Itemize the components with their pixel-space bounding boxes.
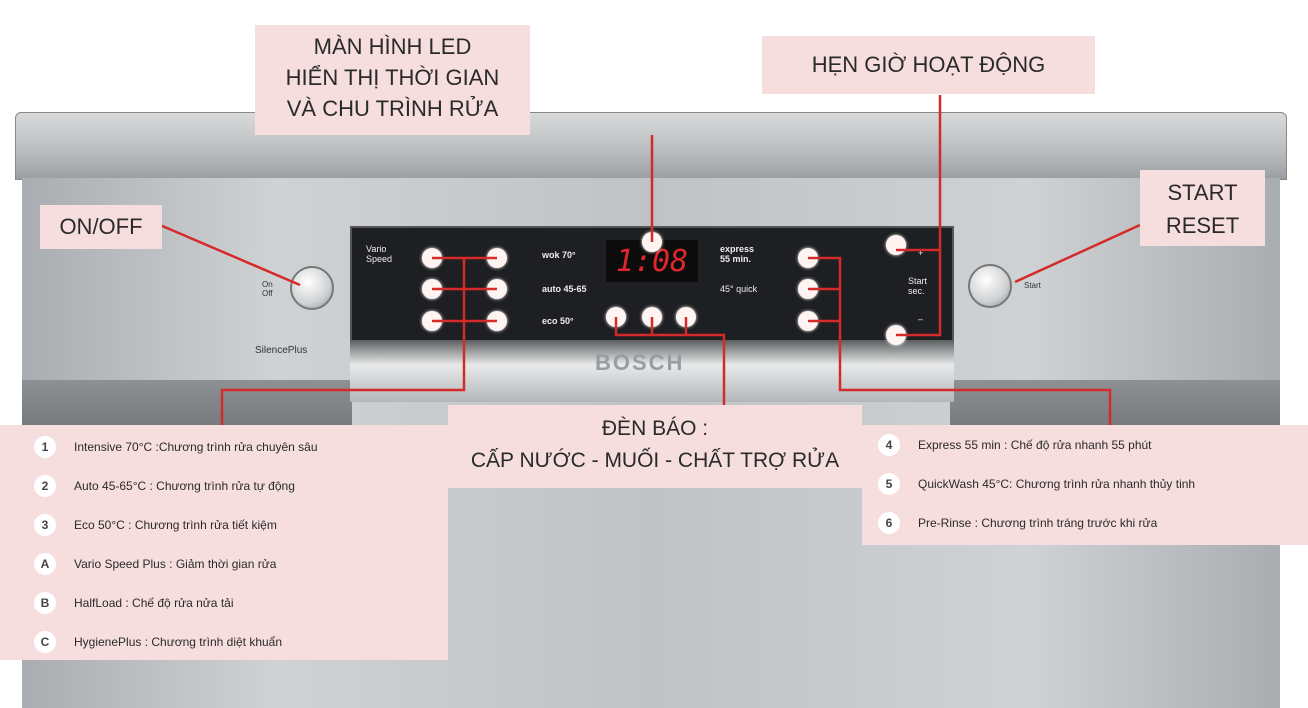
callout-reset: RESET <box>1165 213 1240 238</box>
list-item: 4 Express 55 min : Chế độ rửa nhanh 55 ph… <box>878 425 1308 464</box>
left-program-list: 1 Intensive 70°C :Chương trình rửa chuyên… <box>0 425 448 660</box>
line-timer <box>896 95 942 337</box>
line-onoff <box>159 223 301 287</box>
brand-logo: BOSCH <box>595 350 685 375</box>
item-text: Express 55 min : Chế độ rửa nhanh 55 phú… <box>918 437 1152 452</box>
item-text: Eco 50°C : Chương trình rửa tiết kiệm <box>74 517 277 532</box>
item-key: 3 <box>34 513 56 536</box>
wok-label: wok 70° <box>542 250 576 260</box>
callout-led-display: MÀN HÌNH LED HIỂN THỊ THỜI GIAN VÀ CHU T… <box>255 25 530 135</box>
callout-on-off: ON/OFF <box>40 205 162 249</box>
item-key: 6 <box>878 511 900 534</box>
item-key: 4 <box>878 433 900 456</box>
item-text: Intensive 70°C :Chương trình rửa chuyên … <box>74 439 318 454</box>
list-item: 1 Intensive 70°C :Chương trình rửa chuyên… <box>34 427 448 466</box>
list-item: 3 Eco 50°C : Chương trình rửa tiết kiệm <box>34 505 448 544</box>
start-knob[interactable] <box>968 264 1012 308</box>
start-label: Start <box>1024 281 1041 290</box>
line-left-programs <box>220 256 497 425</box>
item-text: HygienePlus : Chương trình diệt khuẩn <box>74 634 283 649</box>
item-key: 5 <box>878 472 900 495</box>
callout-led-line2: HIỂN THỊ THỜI GIAN <box>285 65 500 90</box>
callout-start-reset: START RESET <box>1140 170 1265 246</box>
callout-start: START <box>1167 180 1238 205</box>
item-text: Auto 45-65°C : Chương trình rửa tự động <box>74 478 295 493</box>
list-item: C HygienePlus : Chương trình diệt khuẩn <box>34 622 448 661</box>
item-text: HalfLoad : Chế độ rửa nửa tải <box>74 595 234 610</box>
list-item: 2 Auto 45-65°C : Chương trình rửa tự động <box>34 466 448 505</box>
list-item: 5 QuickWash 45°C: Chương trình rửa nhanh … <box>878 464 1308 503</box>
item-key: 2 <box>34 474 56 497</box>
quick-label: 45° quick <box>720 284 758 294</box>
callout-timer: HẸN GIỜ HOẠT ĐỘNG <box>762 36 1095 94</box>
callout-indicators-text: CẤP NƯỚC - MUỐI - CHẤT TRỢ RỬA <box>470 449 840 472</box>
list-item: A Vario Speed Plus : Giảm thời gian rửa <box>34 544 448 583</box>
plus-label: + <box>918 248 924 258</box>
right-program-list: 4 Express 55 min : Chế độ rửa nhanh 55 ph… <box>862 425 1308 545</box>
on-off-knob[interactable] <box>290 266 334 310</box>
list-item: B HalfLoad : Chế độ rửa nửa tải <box>34 583 448 622</box>
minus-label: – <box>918 314 924 324</box>
callout-led-line1: MÀN HÌNH LED <box>313 34 472 59</box>
start-sec-label: Start sec. <box>908 276 928 296</box>
item-text: Pre-Rinse : Chương trình tráng trước khi… <box>918 515 1158 530</box>
handle-strip: BOSCH <box>350 340 954 402</box>
auto-label: auto 45-65 <box>542 284 587 294</box>
vario-speed-label: Vario Speed <box>366 244 393 264</box>
silence-plus-label: SilencePlus <box>255 345 308 356</box>
item-key: 1 <box>34 435 56 458</box>
callout-led-line3: VÀ CHU TRÌNH RỬA <box>286 96 499 121</box>
list-item: 6 Pre-Rinse : Chương trình tráng trước kh… <box>878 503 1308 542</box>
express-label: express 55 min. <box>720 244 755 264</box>
item-key: B <box>34 591 56 614</box>
on-off-label: On Off <box>262 280 273 298</box>
callout-indicators: ĐÈN BÁO : CẤP NƯỚC - MUỐI - CHẤT TRỢ RỬA <box>448 405 862 488</box>
item-text: QuickWash 45°C: Chương trình rửa nhanh t… <box>918 476 1196 491</box>
line-right-programs <box>808 256 1112 425</box>
item-text: Vario Speed Plus : Giảm thời gian rửa <box>74 556 277 571</box>
item-key: C <box>34 630 56 653</box>
item-key: A <box>34 552 56 575</box>
line-start <box>1014 223 1141 284</box>
eco-label: eco 50° <box>542 316 574 326</box>
callout-indicators-title: ĐÈN BÁO : <box>601 417 709 440</box>
line-indicators <box>614 317 726 405</box>
